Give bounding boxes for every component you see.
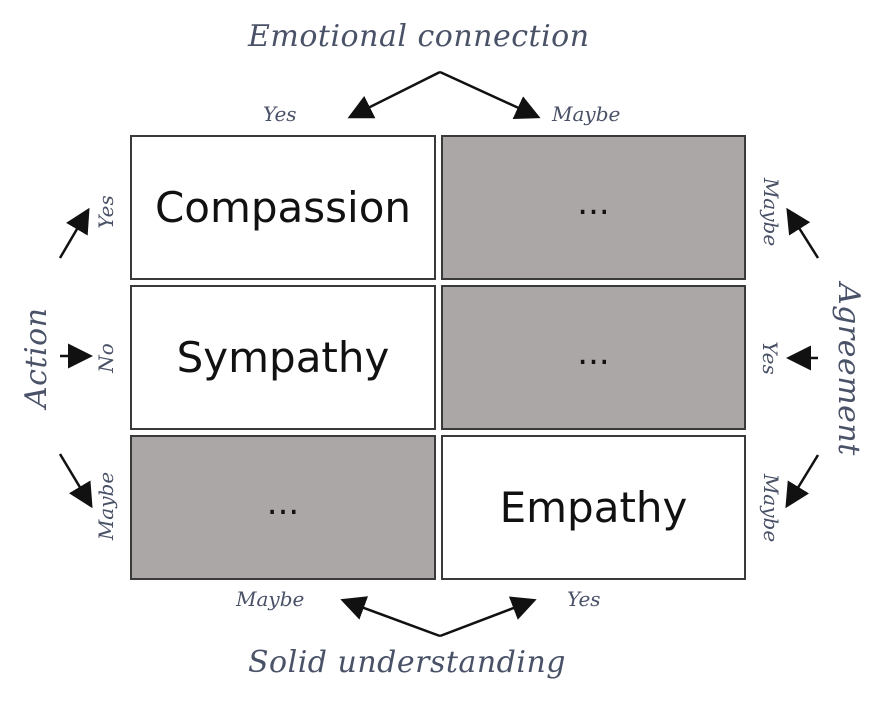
- cell-label: Compassion: [154, 182, 412, 232]
- left-axis-middle-label: No: [94, 343, 118, 373]
- cell-label: Sympathy: [176, 332, 390, 382]
- cell-label: ...: [577, 332, 610, 373]
- left-axis-bottom-label: Maybe: [94, 471, 118, 541]
- cell-sympathy: Sympathy: [130, 285, 436, 430]
- right-axis-title: Agreement: [831, 283, 866, 456]
- arrow-top-left: [347, 70, 441, 119]
- cell-middle-right: ...: [441, 285, 746, 430]
- right-axis-middle-label: Yes: [758, 341, 782, 375]
- cell-label: Empathy: [499, 482, 688, 532]
- left-axis-title: Action: [19, 307, 54, 409]
- cell-top-right: ...: [441, 135, 746, 280]
- bottom-axis-title: Solid understanding: [248, 645, 566, 680]
- top-axis-right-label: Maybe: [552, 102, 621, 126]
- top-axis-left-label: Yes: [263, 102, 297, 126]
- arrow-left-top: [58, 207, 90, 259]
- cell-label: ...: [266, 482, 300, 523]
- right-axis-top-label: Maybe: [759, 177, 783, 247]
- cell-empathy: Empathy: [441, 435, 746, 580]
- cell-label: ...: [577, 182, 610, 223]
- arrow-bottom-right: [439, 596, 537, 638]
- arrow-bottom-left: [340, 596, 441, 638]
- cell-compassion: Compassion: [130, 135, 436, 280]
- right-axis-bottom-label: Maybe: [759, 473, 783, 543]
- bottom-axis-left-label: Maybe: [236, 587, 305, 611]
- cell-bottom-left: ...: [130, 435, 436, 580]
- arrow-top-right: [439, 70, 541, 120]
- arrow-right-bottom: [785, 454, 820, 509]
- arrow-left-bottom: [58, 453, 93, 509]
- bottom-axis-right-label: Yes: [567, 587, 601, 611]
- top-axis-title: Emotional connection: [248, 19, 590, 54]
- arrow-right-top: [786, 207, 820, 259]
- left-axis-top-label: Yes: [94, 195, 118, 229]
